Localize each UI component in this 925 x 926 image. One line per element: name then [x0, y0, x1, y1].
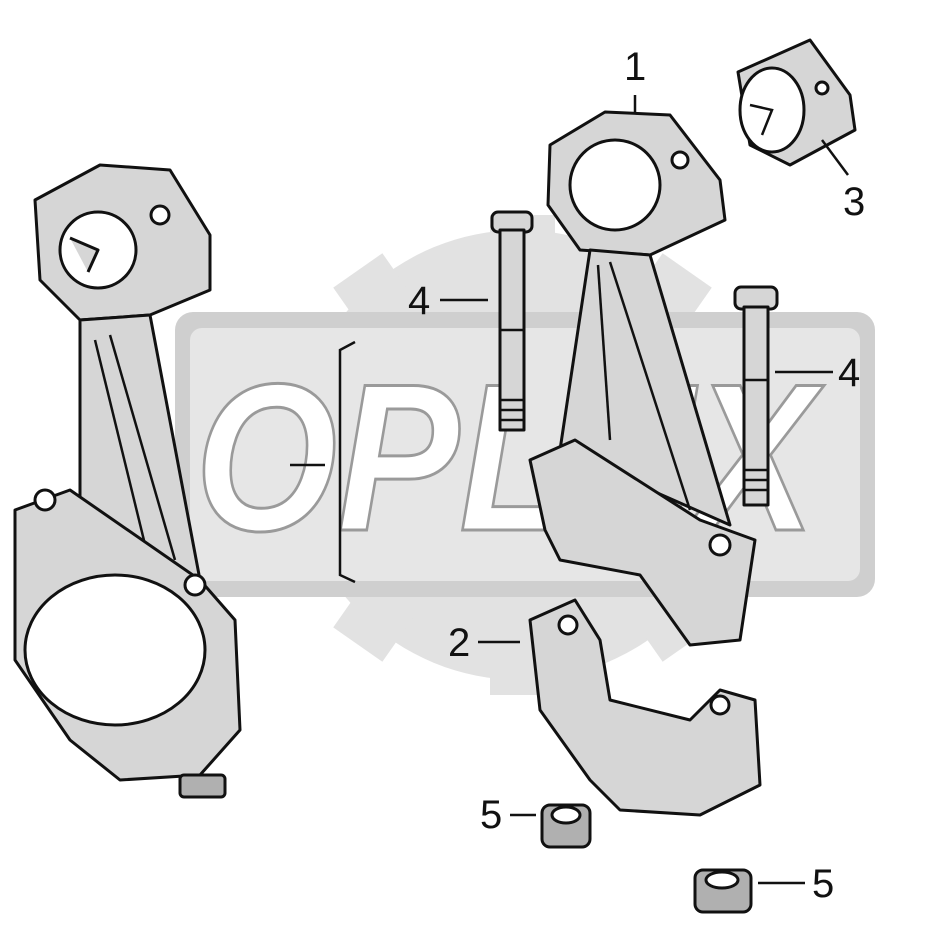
part-nut-upper — [540, 803, 592, 849]
callout-4-left: 4 — [408, 279, 430, 323]
callout-4-right: 4 — [838, 351, 860, 395]
callout-2: 2 — [448, 621, 470, 665]
callout-3: 3 — [843, 180, 865, 224]
assembly-bracket — [290, 340, 356, 584]
part-bolt-left — [490, 210, 534, 432]
leader-lines — [440, 95, 850, 885]
part-connecting-rod — [528, 110, 757, 647]
callout-labels: 1 2 3 4 4 5 5 — [408, 45, 865, 906]
part-nut-lower — [693, 868, 753, 914]
callout-5-upper: 5 — [480, 793, 502, 837]
assembled-connecting-rod — [13, 163, 242, 799]
callout-1: 1 — [624, 45, 646, 89]
part-rod-cap — [528, 598, 762, 817]
callout-5-lower: 5 — [812, 862, 834, 906]
part-bushing — [736, 38, 857, 167]
part-bolt-right — [733, 285, 779, 507]
